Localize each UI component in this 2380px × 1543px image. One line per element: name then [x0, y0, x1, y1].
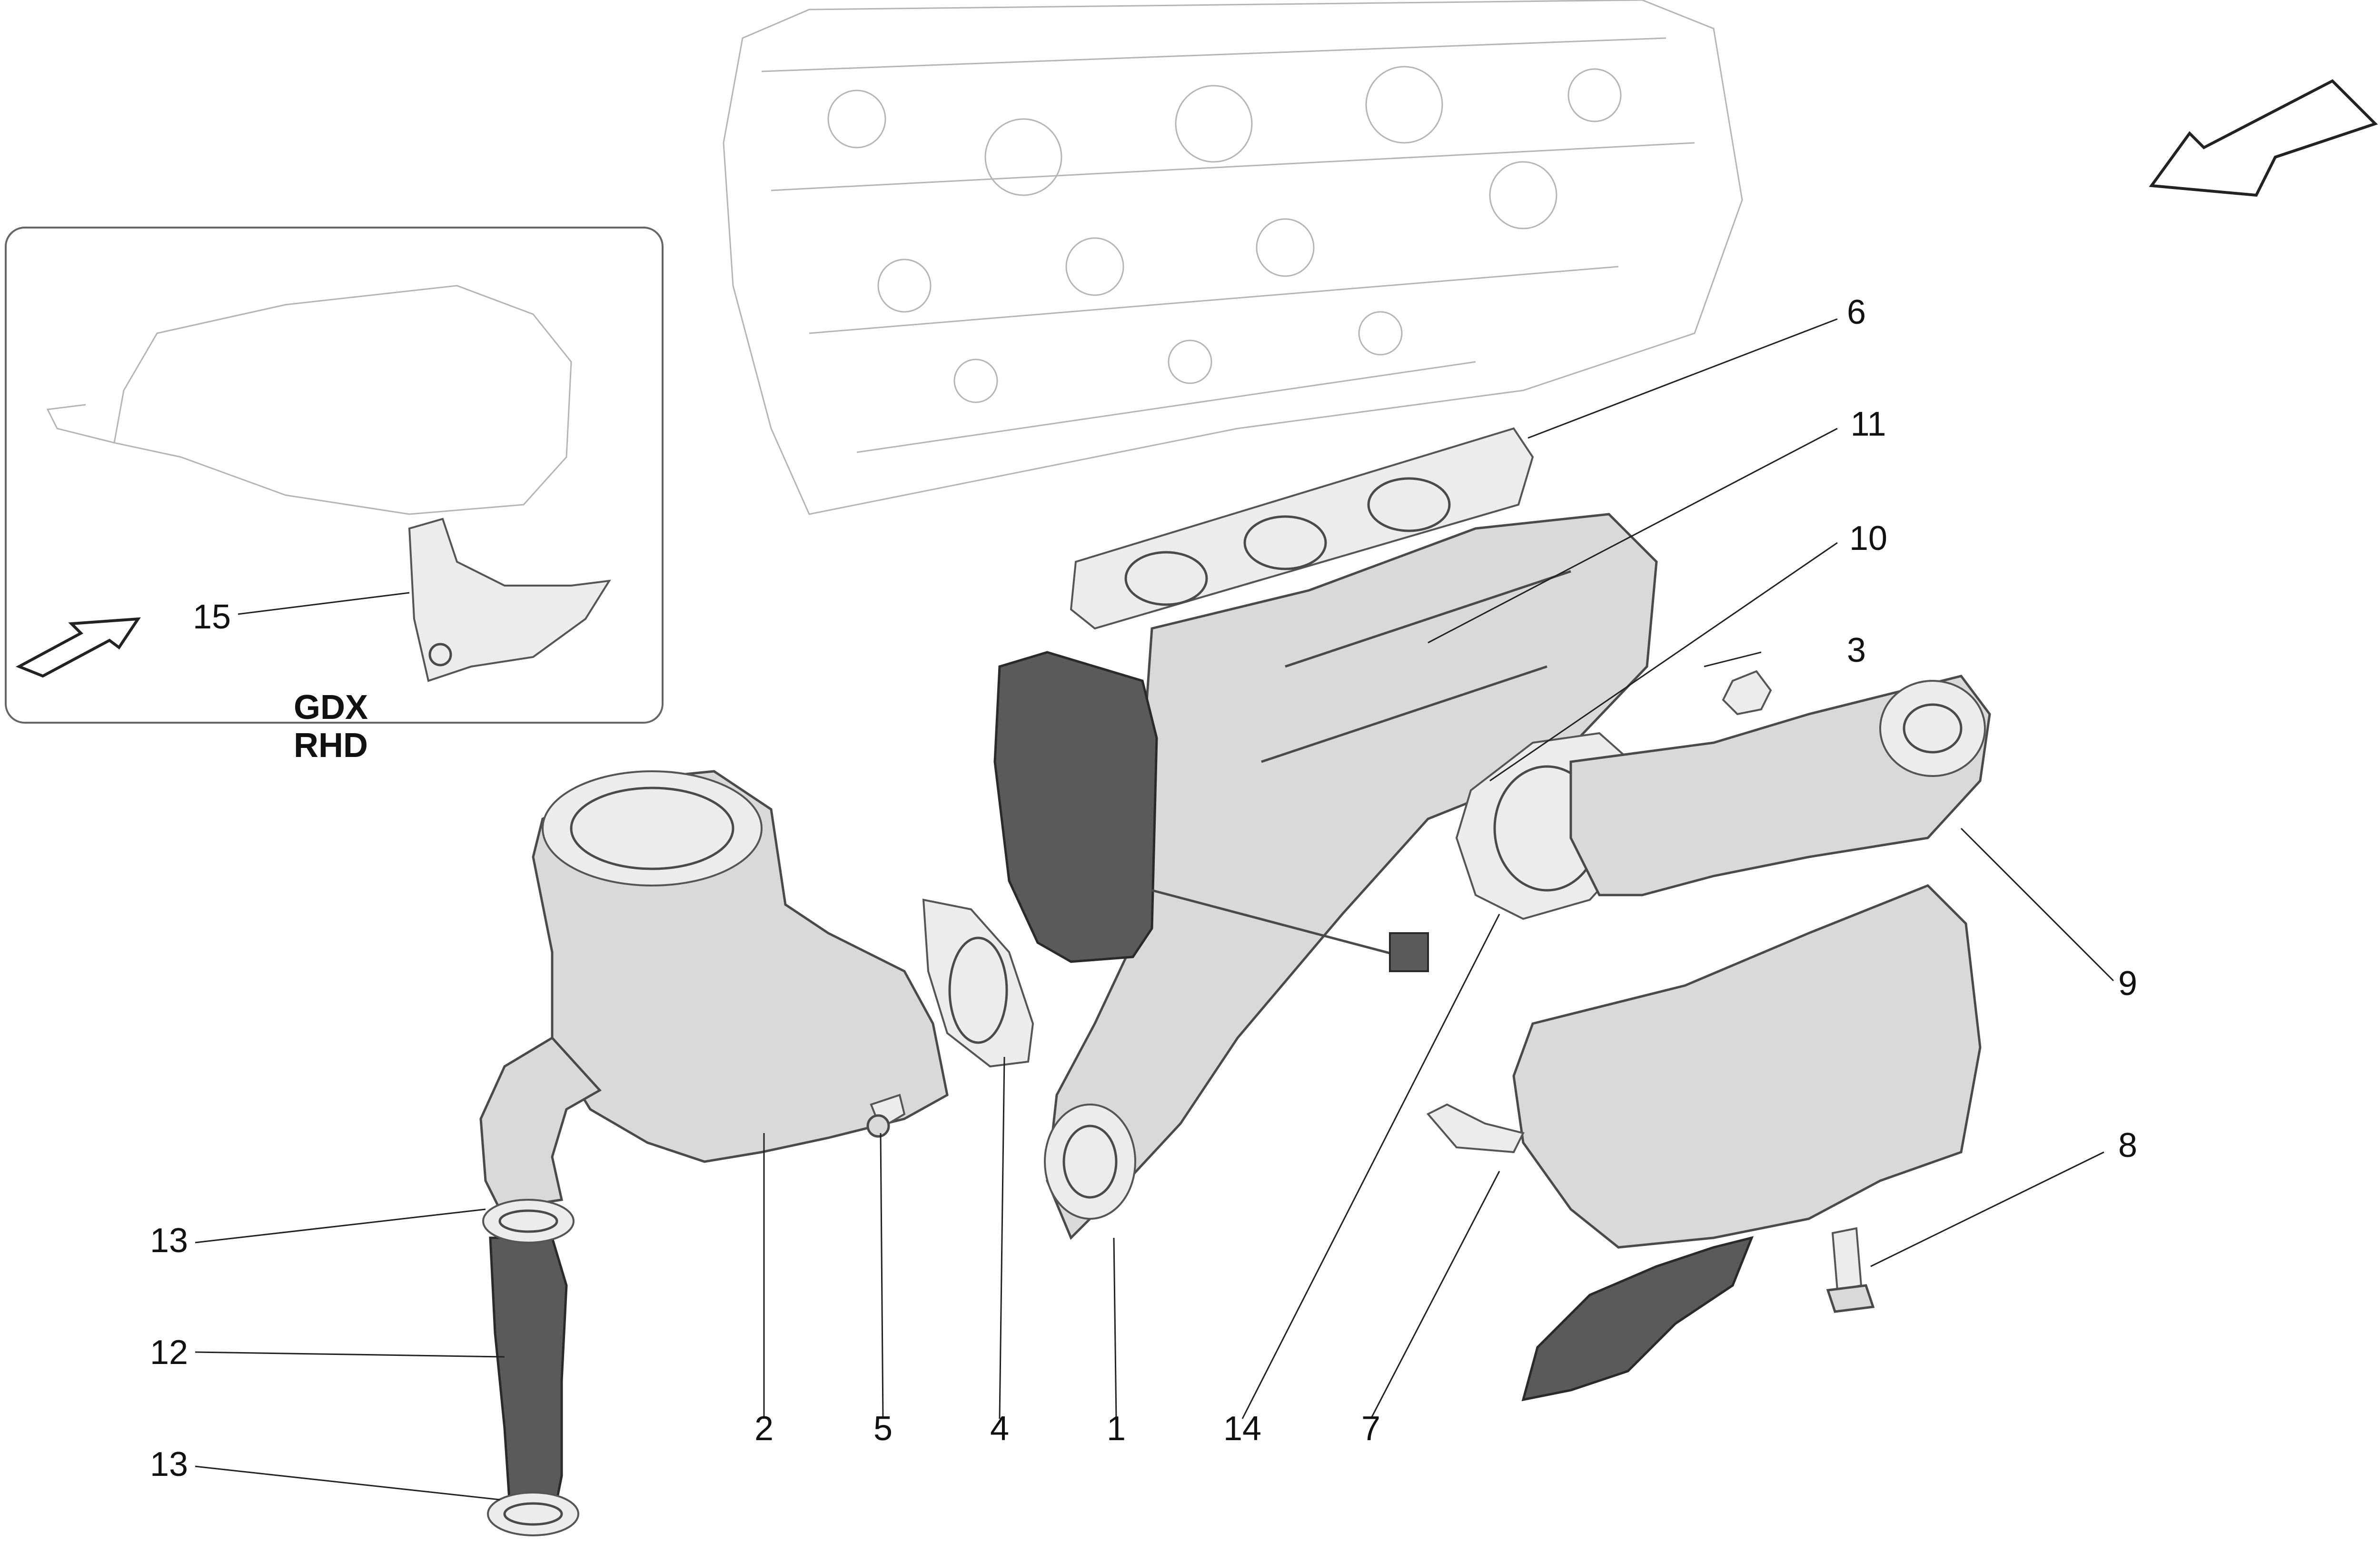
leader-line	[1960, 827, 2114, 982]
callout-labels: 1 2 3 4 5 6 7 8 9 10 11 12 13 13 14 15	[150, 293, 2137, 1483]
leader-line	[195, 1208, 486, 1244]
callout-3: 3	[1847, 631, 1866, 669]
direction-arrow-icon	[2149, 79, 2378, 197]
callout-13-lower: 13	[150, 1445, 188, 1483]
leader-line	[880, 1133, 884, 1419]
leader-line	[195, 1465, 500, 1501]
hose-clamp-13-lower	[487, 1492, 579, 1536]
leader-line	[1489, 542, 1838, 782]
callout-4: 4	[990, 1410, 1009, 1448]
leader-line	[1704, 651, 1762, 667]
leader-line	[238, 592, 410, 615]
callout-8: 8	[2118, 1126, 2137, 1165]
callout-12: 12	[150, 1334, 188, 1372]
leader-line	[1370, 1171, 1500, 1419]
callout-14: 14	[1223, 1410, 1261, 1448]
leader-line	[1113, 1237, 1117, 1419]
callout-11: 11	[1851, 405, 1886, 443]
inset-panel: GDX RHD	[5, 227, 664, 765]
callout-9: 9	[2118, 965, 2137, 1003]
engine-cylinder-head	[723, 0, 1743, 515]
hose-12	[489, 1236, 568, 1501]
turbocharger-1	[1044, 513, 1658, 1240]
bolt-5	[866, 1094, 906, 1138]
manifold-gasket-6	[1070, 427, 1534, 630]
leader-line	[1428, 428, 1838, 644]
nut-3	[1722, 670, 1772, 716]
heat-shield-7	[1426, 884, 1982, 1402]
callout-13-upper: 13	[150, 1222, 188, 1260]
callout-6: 6	[1847, 293, 1866, 331]
downpipe-9	[1569, 675, 1991, 896]
heat-shield-bracket-15	[408, 518, 611, 682]
leader-lines	[195, 318, 2114, 1501]
callout-15: 15	[193, 598, 231, 636]
leader-line	[1870, 1151, 2104, 1267]
inset-caption-line1: GDX	[294, 688, 368, 727]
leader-line	[195, 1351, 505, 1358]
hose-clamp-13-upper	[482, 1199, 575, 1244]
intake-pipe-2	[479, 770, 949, 1211]
leader-line	[1241, 914, 1500, 1419]
bolt-8	[1826, 1227, 1875, 1313]
direction-arrow-icon	[15, 617, 141, 678]
leader-line	[999, 1056, 1005, 1419]
callout-2: 2	[754, 1410, 774, 1448]
callout-5: 5	[873, 1410, 892, 1448]
callout-1: 1	[1107, 1410, 1126, 1448]
inset-caption-line2: RHD	[294, 727, 368, 765]
flange-gasket-4	[922, 898, 1034, 1068]
callout-10: 10	[1849, 519, 1887, 557]
leader-line	[1527, 318, 1838, 439]
callout-7: 7	[1361, 1410, 1380, 1448]
wastegate-actuator	[993, 651, 1429, 972]
